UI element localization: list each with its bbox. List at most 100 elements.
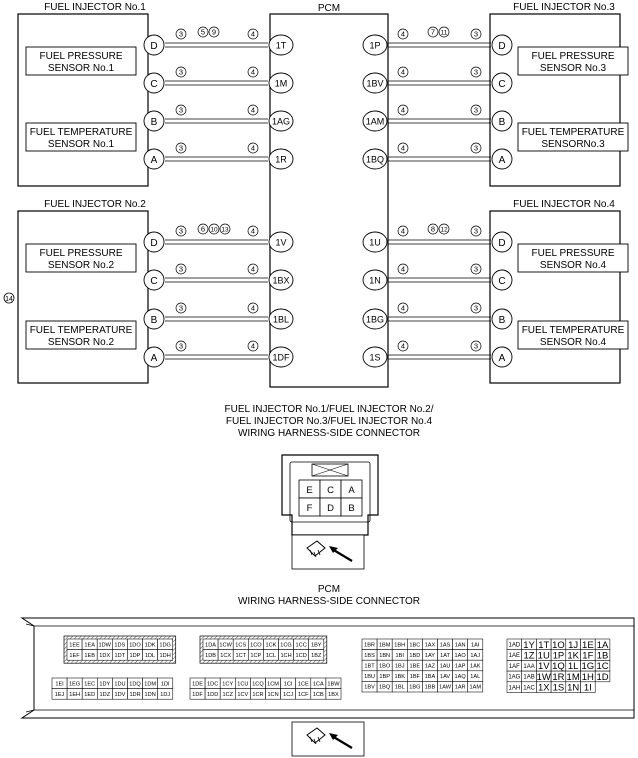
pcm-cell-label: 1DX [99,653,110,659]
circuit-marker [470,66,482,78]
note-marker [208,223,220,235]
circuit-marker [397,66,409,78]
note-label: 13 [221,227,229,234]
pcm-cell-label: 1BS [364,653,375,659]
pcm-cell-label: 1W [537,672,551,683]
pcm-cell-label: 1AS [440,642,451,648]
pcm-cell-label: 1CJ [283,692,293,698]
terminal-oval [268,269,294,291]
terminal-oval [268,110,294,132]
pin-circle [143,269,165,291]
circuit-marker [470,225,482,237]
note-marker [438,26,450,38]
circuit-marker [175,142,187,154]
sensor-label: FUEL PRESSURE [40,51,123,62]
terminal-label: 1AG [272,117,290,127]
pcm-cell-label: 1CT [235,653,246,659]
pcm-cell-label: 1CY [222,681,233,687]
circuit-marker [247,28,259,40]
circuit-marker-label: 4 [251,304,255,313]
pcm-cell-label: 1DB [205,653,216,659]
pin-circle [491,231,513,253]
terminal-label: 1R [275,155,287,165]
circuit-marker [247,104,259,116]
pcm-cell-label: 1BF [410,674,421,680]
pcm-cell-label: 1L [568,661,579,672]
circuit-marker-label: 4 [401,304,405,313]
circuit-marker [397,104,409,116]
pcm-cell-label: 1CC [296,642,307,648]
terminal-oval [268,346,294,368]
pcm-cell-label: 1V [538,661,550,672]
circuit-marker [397,28,409,40]
pcm-cell-label: 1AJ [470,653,480,659]
pcm-cell-label: 1Q [552,661,565,672]
connector-view-icon [291,721,365,757]
pcm-cell-label: 1M [567,672,580,683]
sensor-box [517,122,629,152]
injector-box [489,13,621,187]
terminal-label: 1BV [366,79,383,89]
circuit-marker [470,340,482,352]
note-label: 9 [212,28,216,37]
injector-title: FUEL INJECTOR No.1 [44,2,146,13]
pcm-cell-label: 1AC [523,685,535,691]
circuit-marker [397,142,409,154]
connector-view-icon [291,534,365,570]
circuit-marker [247,263,259,275]
circuit-marker [175,225,187,237]
note-marker [427,26,439,38]
circuit-marker-label: 3 [474,342,478,351]
pcm-cell-label: 1CO [250,642,262,648]
injector-connector-title-line: WIRING HARNESS-SIDE CONNECTOR [237,428,421,439]
pcm-cell-label: 1BT [364,664,375,670]
pcm-cell-label: 1BD [409,653,420,659]
note-label: 8 [431,225,435,234]
sensor-box [25,320,137,350]
circuit-marker-label: 4 [401,144,405,153]
pin-circle [143,346,165,368]
circuit-marker [247,66,259,78]
note-label: 10 [210,227,218,234]
pcm-cell-label: 1CU [237,681,248,687]
circuit-marker [470,28,482,40]
connector-cell-label: E [306,485,312,496]
terminal-oval [268,34,294,56]
connector-cell-label: F [307,503,313,514]
pcm-cell-label: 1DL [145,653,155,659]
pcm-cell-label: 1AH [509,685,521,691]
circuit-marker-label: 4 [401,265,405,274]
note-marker [208,26,220,38]
connector-cell-label: C [327,485,334,496]
pcm-cell-label: 1BW [327,681,340,687]
pcm-cell-label: 1AO [455,653,467,659]
pcm-connector-title-line: WIRING HARNESS-SIDE CONNECTOR [237,596,421,607]
pcm-cell-label: 1BV [364,685,375,691]
pcm-cell-label: 1BY [311,642,322,648]
pcm-cell-label: 1Z [524,650,535,661]
note-marker [197,26,209,38]
pcm-cell-label: 1CP [250,653,261,659]
pin-letter: C [498,79,505,90]
pcm-cell-label: 1O [552,640,565,651]
pin-circle [143,308,165,330]
pcm-cell-label: 1CR [252,692,263,698]
connector-cell-label: B [348,503,354,514]
pcm-cell-label: 1AE [509,653,520,659]
pcm-cell-label: 1AM [469,685,481,691]
sensor-label: SENSOR No.1 [48,139,115,150]
pin-letter: A [499,353,506,364]
sensor-label: SENSOR No.1 [48,63,115,74]
injector-connector-title-line: FUEL INJECTOR No.3/FUEL INJECTOR No.4 [225,416,433,427]
circuit-marker-label: 3 [474,68,478,77]
terminal-oval [362,72,388,94]
pcm-cell-label: 1AZ [425,664,436,670]
circuit-marker [175,28,187,40]
pcm-cell-label: 1DS [114,642,125,648]
circuit-marker-label: 3 [179,30,183,39]
pcm-cell-label: 1H [582,672,594,683]
pcm-cell-label: 1ED [84,692,95,698]
